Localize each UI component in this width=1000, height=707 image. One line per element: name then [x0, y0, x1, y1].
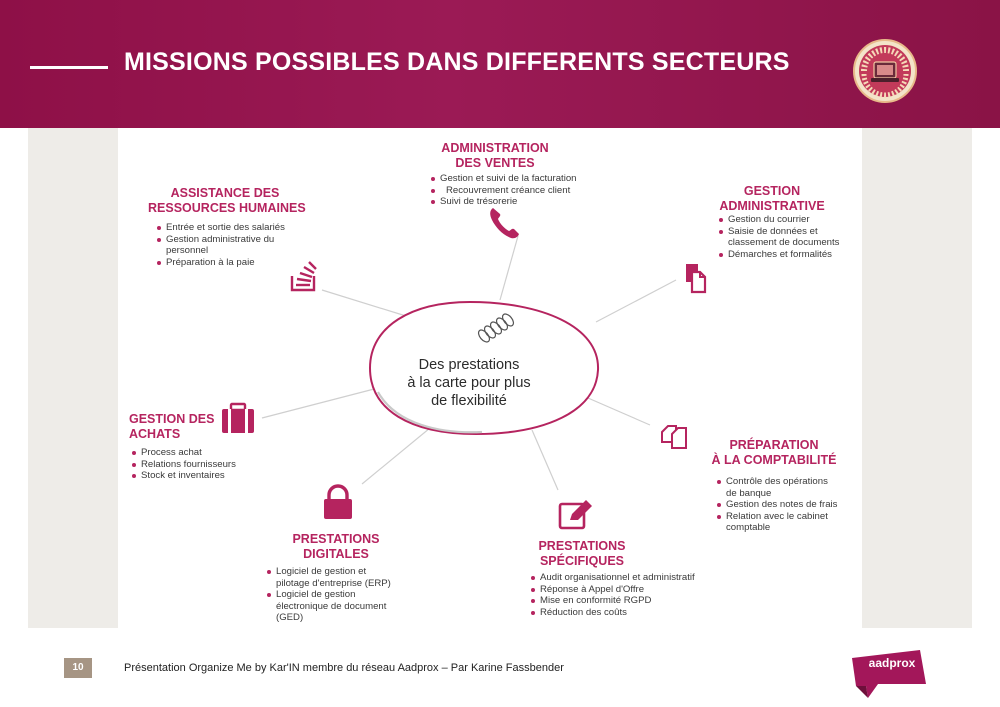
- edit-icon: [558, 500, 592, 530]
- list-item: Réponse à Appel d'Offre: [530, 584, 695, 596]
- organize-me-logo-seal: [853, 39, 917, 103]
- aadprox-logo: [852, 650, 926, 698]
- connector-line: [595, 279, 677, 323]
- connector-line: [499, 235, 519, 301]
- sector-items-administration-ventes: Gestion et suivi de la facturation Recou…: [430, 173, 577, 208]
- sector-title-prestations-digitales: PRESTATIONS DIGITALES: [292, 532, 380, 561]
- list-item: Audit organisationnel et administratif: [530, 572, 695, 584]
- list-item: Entrée et sortie des salariés: [156, 222, 285, 234]
- sector-title-gestion-achats: GESTION DES ACHATS: [129, 412, 215, 441]
- header-rule: [30, 66, 108, 69]
- list-item: Mise en conformité RGPD: [530, 595, 695, 607]
- stack-icon: [290, 261, 317, 292]
- page-number-badge: 10: [64, 658, 92, 678]
- list-item: Gestion et suivi de la facturation: [430, 173, 577, 185]
- files-icon: [661, 425, 687, 449]
- list-item: Suivi de trésorerie: [430, 196, 577, 208]
- list-item: Process achat: [131, 447, 236, 459]
- list-item: Gestion du courrier: [718, 214, 839, 226]
- list-item: Préparation à la paie: [156, 257, 285, 269]
- footer-caption: Présentation Organize Me by Kar'IN membr…: [124, 662, 564, 674]
- sector-items-gestion-achats: Process achat Relations fournisseurs Sto…: [131, 447, 236, 482]
- list-item: Stock et inventaires: [131, 470, 236, 482]
- briefcase-icon: [222, 402, 254, 433]
- sector-title-prestations-specifiques: PRESTATIONS SPÉCIFIQUES: [538, 539, 626, 568]
- sector-items-ressources-humaines: Entrée et sortie des salariés Gestion ad…: [156, 222, 285, 268]
- phone-icon: [490, 208, 519, 239]
- list-item: Relations fournisseurs: [131, 459, 236, 471]
- header-banner: [0, 0, 1000, 128]
- lock-icon: [324, 484, 352, 519]
- list-item: Réduction des coûts: [530, 607, 695, 619]
- document-copy-icon: [686, 264, 707, 294]
- list-item: Démarches et formalités: [718, 249, 839, 261]
- connector-line: [261, 387, 379, 419]
- connector-line: [531, 429, 559, 491]
- connector-line: [587, 397, 651, 426]
- connector-lines: [261, 235, 677, 491]
- page-title: MISSIONS POSSIBLES DANS DIFFERENTS SECTE…: [124, 48, 790, 76]
- sector-title-gestion-administrative: GESTION ADMINISTRATIVE: [719, 184, 825, 213]
- aadprox-logo-text: aadprox: [868, 656, 916, 670]
- connector-line: [321, 289, 407, 317]
- connector-line: [361, 427, 431, 485]
- sector-title-ressources-humaines: ASSISTANCE DES RESSOURCES HUMAINES: [148, 186, 306, 215]
- list-item: Recouvrement créance client: [430, 185, 577, 197]
- sector-items-gestion-administrative: Gestion du courrier Saisie de données et…: [718, 214, 839, 260]
- center-ellipse: [369, 300, 600, 436]
- sector-title-administration-ventes: ADMINISTRATION DES VENTES: [441, 141, 549, 170]
- center-label: Des prestations à la carte pour plus de …: [407, 357, 531, 409]
- sector-title-preparation-comptabilite: PRÉPARATION À LA COMPTABILITÉ: [711, 438, 837, 467]
- sector-items-prestations-specifiques: Audit organisationnel et administratif R…: [530, 572, 695, 618]
- list-item: Gestion des notes de frais: [716, 499, 837, 511]
- spring-icon: [477, 313, 515, 343]
